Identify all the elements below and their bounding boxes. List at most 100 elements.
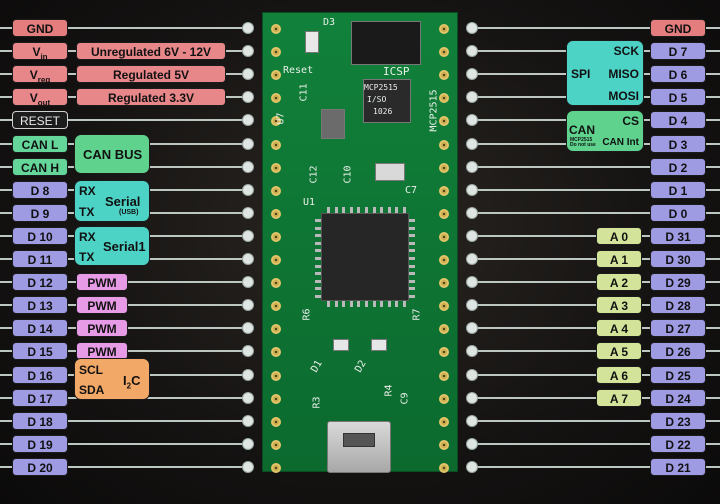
pin-label-right-d-5: D 5 <box>650 88 706 106</box>
silk-c10: C10 <box>342 165 354 184</box>
pcb-board: D3 Reset ICSP U7 C11 MCP2515 I/SO 1026 M… <box>262 12 458 473</box>
i2c-scl: SCL <box>79 363 103 377</box>
pin-label-right-d-28: D 28 <box>650 296 706 314</box>
analog-tag-a-6: A 6 <box>596 366 642 384</box>
pin-label-right-d-31: D 31 <box>650 227 706 245</box>
header-hole-left <box>271 116 281 126</box>
analog-tag-a-4: A 4 <box>596 319 642 337</box>
pin-left-d-8 <box>242 184 254 196</box>
serial-name: Serial <box>105 194 141 209</box>
header-hole-left <box>271 417 281 427</box>
pin-left-v-reg <box>242 68 254 80</box>
pin-right-d-25 <box>466 369 478 381</box>
mcu-lead <box>409 264 415 268</box>
pin-label-right-d-22: D 22 <box>650 435 706 453</box>
wire-right-d-22 <box>470 443 720 445</box>
pin-label-d-10: D 10 <box>12 227 68 245</box>
analog-tag-a-1: A 1 <box>596 250 642 268</box>
pin-label-right-d-3: D 3 <box>650 135 706 153</box>
usb-connector[interactable] <box>327 421 391 473</box>
header-hole-right <box>439 301 449 311</box>
pin-label-right-d-0: D 0 <box>650 204 706 222</box>
pin-right-d-3 <box>466 138 478 150</box>
spi-mosi: MOSI <box>608 89 639 103</box>
mcu-lead <box>315 264 321 268</box>
silk-r4: R4 <box>383 384 395 397</box>
pin-left-v-out <box>242 91 254 103</box>
pin-label-d-20: D 20 <box>12 458 68 476</box>
header-hole-right <box>439 278 449 288</box>
header-hole-right <box>439 255 449 265</box>
chip-text-mid: I/SO <box>367 95 387 104</box>
pin-label-d-9: D 9 <box>12 204 68 222</box>
pin-right-d-28 <box>466 299 478 311</box>
pin-right-gnd <box>466 22 478 34</box>
pin-label-v-in: Vin <box>12 42 68 61</box>
wire-right-d-24 <box>470 397 720 399</box>
header-hole-right <box>439 24 449 34</box>
header-hole-right <box>439 347 449 357</box>
header-hole-left <box>271 440 281 450</box>
mcu-lead <box>315 279 321 283</box>
header-hole-left <box>271 463 281 473</box>
can-control-name: CAN <box>569 123 595 137</box>
pin-left-d-12 <box>242 276 254 288</box>
header-hole-right <box>439 371 449 381</box>
spi-name: SPI <box>571 67 591 81</box>
pin-right-d-24 <box>466 392 478 404</box>
serial1-tx: TX <box>79 250 95 264</box>
mcu-lead <box>315 241 321 245</box>
pin-label-right-gnd: GND <box>650 19 706 37</box>
mcu-lead <box>409 219 415 222</box>
pwm-tag-d-14: PWM <box>76 319 128 337</box>
pin-right-d-29 <box>466 276 478 288</box>
pin-label-right-d-2: D 2 <box>650 158 706 176</box>
header-hole-left <box>271 371 281 381</box>
can-control-note: MCP2515 Do not use <box>570 137 596 148</box>
pin-label-right-d-30: D 30 <box>650 250 706 268</box>
header-hole-right <box>439 417 449 427</box>
pin-label-d-13: D 13 <box>12 296 68 314</box>
i2c-group: SCL SDA I2C <box>74 358 150 400</box>
wire-right-d-26 <box>470 350 720 352</box>
pin-desc-v-out: Regulated 3.3V <box>76 88 226 106</box>
mcu-lead <box>334 301 338 307</box>
header-hole-right <box>439 116 449 126</box>
pin-left-d-15 <box>242 345 254 357</box>
mcu-lead <box>315 234 321 238</box>
pin-right-d-23 <box>466 415 478 427</box>
header-hole-left <box>271 347 281 357</box>
mcu-lead <box>395 301 399 307</box>
pin-right-d-26 <box>466 345 478 357</box>
chip-text-top: MCP2515 <box>364 83 398 92</box>
icsp-header <box>351 21 421 65</box>
mcu-lead <box>357 207 361 213</box>
pin-left-d-11 <box>242 253 254 265</box>
wire-right-d-30 <box>470 258 720 260</box>
mcu-lead <box>380 207 384 213</box>
pin-right-d-21 <box>466 461 478 473</box>
mcu-lead <box>387 301 391 307</box>
pin-label-right-d-29: D 29 <box>650 273 706 291</box>
wire-left-d-18 <box>0 420 250 422</box>
header-hole-left <box>271 255 281 265</box>
pin-right-d-0 <box>466 207 478 219</box>
pin-label-v-out: Vout <box>12 88 68 107</box>
pin-right-d-6 <box>466 68 478 80</box>
pin-right-d-2 <box>466 161 478 173</box>
pin-label-d-14: D 14 <box>12 319 68 337</box>
header-hole-right <box>439 140 449 150</box>
pwm-tag-d-12: PWM <box>76 273 128 291</box>
spi-miso: MISO <box>608 67 639 81</box>
mcu-lead <box>315 287 321 291</box>
analog-tag-a-2: A 2 <box>596 273 642 291</box>
pin-label-right-d-21: D 21 <box>650 458 706 476</box>
mcu-lead <box>409 272 415 276</box>
reset-button[interactable] <box>305 31 319 53</box>
silk-reset: Reset <box>283 65 314 76</box>
pin-label-right-d-6: D 6 <box>650 65 706 83</box>
pin-label-right-d-24: D 24 <box>650 389 706 407</box>
mcu-lead <box>403 207 406 213</box>
pin-label-right-d-26: D 26 <box>650 342 706 360</box>
header-hole-left <box>271 24 281 34</box>
